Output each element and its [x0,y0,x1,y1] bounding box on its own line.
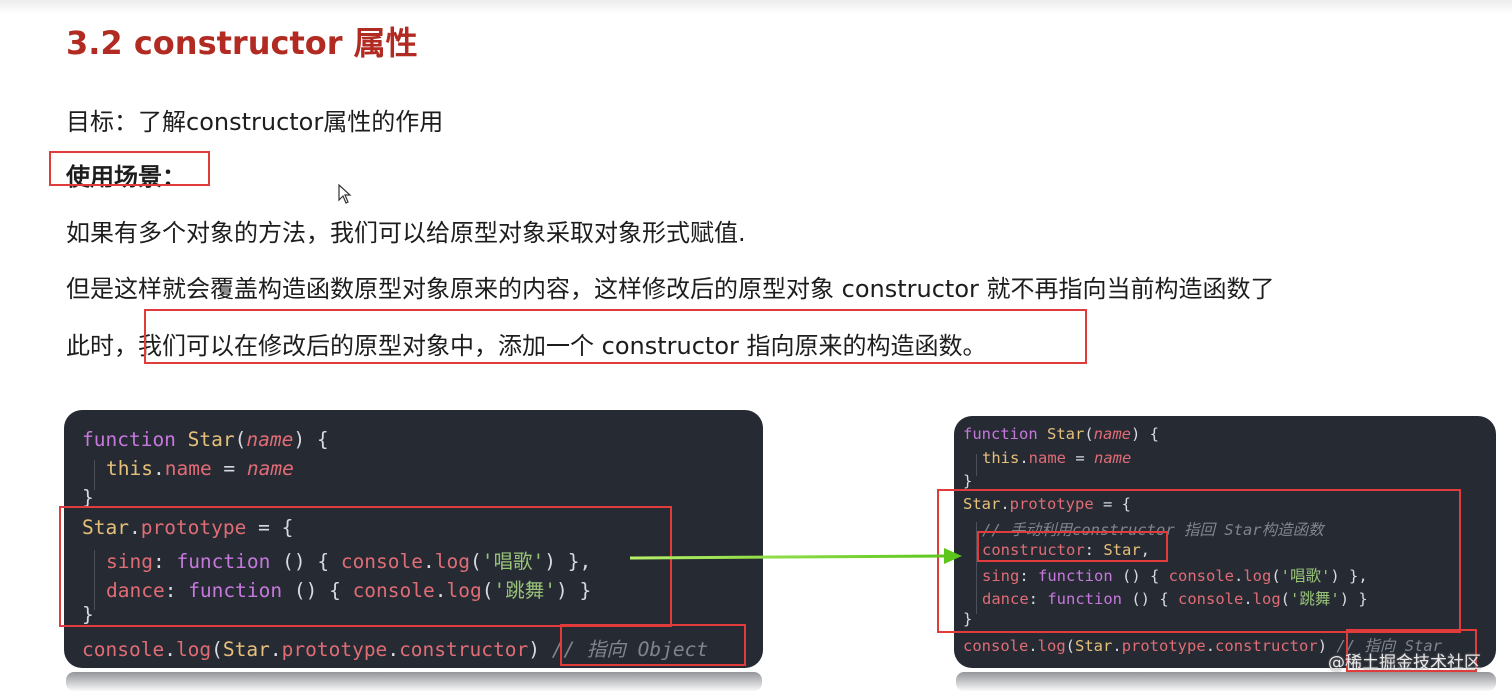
code-line: dance: function () { console.log('跳舞') } [982,590,1368,608]
mouse-pointer-icon [338,184,352,204]
code-line: console.log(Star.prototype.constructor) … [82,638,709,661]
code-line: console.log(Star.prototype.constructor) … [963,637,1443,655]
code-line: } [963,610,973,628]
code-line: constructor: Star, [982,541,1150,559]
reflection-left [66,672,762,691]
code-line: this.name = name [106,457,294,480]
code-line: sing: function () { console.log('唱歌') }, [106,550,592,573]
code-panel-after: function Star(name) { this.name = name }… [954,416,1496,668]
page-title: 3.2 constructor 属性 [66,24,418,62]
paragraph-2: 但是这样就会覆盖构造函数原型对象原来的内容，这样修改后的原型对象 constru… [66,275,1275,303]
code-line: this.name = name [982,449,1132,467]
reflection-right [956,672,1496,691]
code-line: function Star(name) { [963,425,1159,443]
top-shadow [0,0,1512,14]
code-line: Star.prototype = { [82,516,294,539]
code-line: Star.prototype = { [963,495,1131,513]
code-line: sing: function () { console.log('唱歌') }, [982,567,1368,585]
scene-label: 使用场景： [66,163,186,191]
code-line: } [963,472,973,490]
paragraph-1: 如果有多个对象的方法，我们可以给原型对象采取对象形式赋值. [66,219,746,247]
code-line: // 手动利用constructor 指回 Star构造函数 [982,521,1324,539]
paragraph-3: 此时，我们可以在修改后的原型对象中，添加一个 constructor 指向原来的… [66,326,987,361]
code-line: } [82,486,94,509]
goal-text: 目标：了解constructor属性的作用 [66,108,444,136]
watermark: @稀土掘金技术社区 [1328,653,1481,673]
code-line: } [82,603,94,626]
paragraph-3-prefix: 此时， [66,332,138,360]
code-line: dance: function () { console.log('跳舞') } [106,579,592,602]
code-panel-before: function Star(name) { this.name = name }… [64,410,763,668]
code-line: function Star(name) { [82,428,329,451]
paragraph-3-highlight: 我们可以在修改后的原型对象中，添加一个 constructor 指向原来的构造函… [138,332,987,360]
